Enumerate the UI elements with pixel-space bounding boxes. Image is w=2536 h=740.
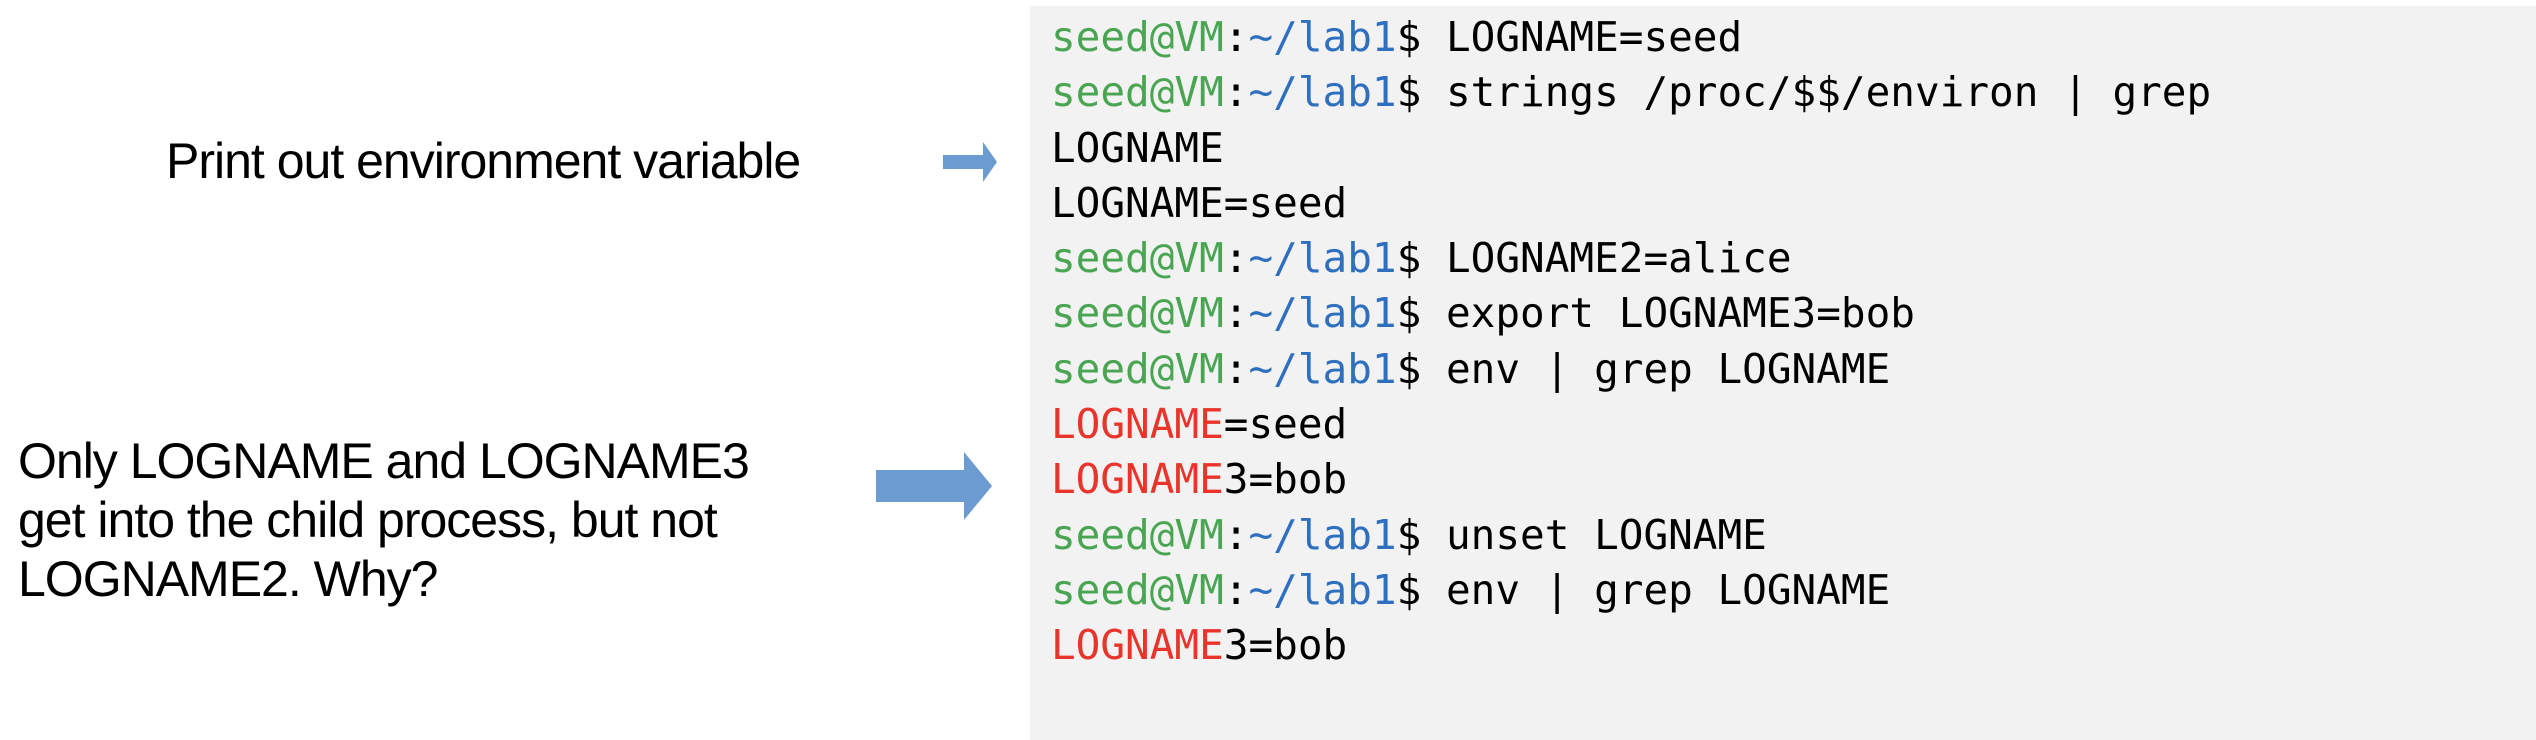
- arrow-right-icon: [876, 452, 992, 520]
- prompt-separator: :: [1223, 289, 1249, 338]
- prompt-path: ~/lab1: [1248, 565, 1397, 614]
- command-text: LOGNAME=seed: [1445, 13, 1743, 61]
- prompt-separator: :: [1223, 344, 1249, 393]
- prompt-path: ~/lab1: [1248, 510, 1397, 559]
- output-text: 3=bob: [1223, 621, 1348, 670]
- annotation-line: LOGNAME2. Why?: [18, 551, 438, 607]
- output-line: LOGNAME3=bob: [1051, 618, 2211, 673]
- highlighted-variable: LOGNAME: [1051, 400, 1224, 449]
- prompt-separator: :: [1223, 68, 1249, 117]
- command-line: seed@VM:~/lab1$ env | grep LOGNAME: [1051, 563, 2211, 618]
- prompt-separator: :: [1223, 234, 1249, 283]
- prompt-user: seed@VM: [1051, 344, 1224, 393]
- prompt-path: ~/lab1: [1248, 13, 1397, 61]
- command-line: seed@VM:~/lab1$ export LOGNAME3=bob: [1051, 286, 2211, 341]
- output-text: LOGNAME: [1051, 123, 1224, 172]
- prompt-path: ~/lab1: [1248, 234, 1397, 283]
- prompt-user: seed@VM: [1051, 510, 1224, 559]
- child-process-annotation: Only LOGNAME and LOGNAME3 get into the c…: [18, 432, 750, 609]
- output-line: LOGNAME=seed: [1051, 397, 2211, 452]
- command-line: seed@VM:~/lab1$ strings /proc/$$/environ…: [1051, 65, 2211, 120]
- prompt-path: ~/lab1: [1248, 344, 1397, 393]
- command-line: seed@VM:~/lab1$ LOGNAME=seed: [1051, 10, 2211, 65]
- prompt-separator: :: [1223, 565, 1249, 614]
- prompt-separator: :: [1223, 510, 1249, 559]
- output-text: =seed: [1223, 400, 1348, 449]
- prompt-symbol: $: [1396, 344, 1446, 393]
- prompt-user: seed@VM: [1051, 565, 1224, 614]
- command-line: seed@VM:~/lab1$ LOGNAME2=alice: [1051, 231, 2211, 286]
- prompt-symbol: $: [1396, 510, 1446, 559]
- output-text: LOGNAME=seed: [1051, 178, 1348, 227]
- prompt-user: seed@VM: [1051, 68, 1224, 117]
- prompt-user: seed@VM: [1051, 234, 1224, 283]
- highlighted-variable: LOGNAME: [1051, 455, 1224, 504]
- annotation-line: get into the child process, but not: [18, 492, 718, 548]
- prompt-path: ~/lab1: [1248, 68, 1397, 117]
- command-text: LOGNAME2=alice: [1445, 234, 1792, 283]
- highlighted-variable: LOGNAME: [1051, 621, 1224, 670]
- command-text: export LOGNAME3=bob: [1445, 289, 1915, 338]
- prompt-symbol: $: [1396, 68, 1446, 117]
- arrow-right-icon: [943, 142, 997, 182]
- prompt-symbol: $: [1396, 13, 1446, 61]
- prompt-symbol: $: [1396, 565, 1446, 614]
- command-text: strings /proc/$$/environ | grep: [1445, 68, 2212, 117]
- command-text: env | grep LOGNAME: [1445, 565, 1891, 614]
- prompt-user: seed@VM: [1051, 289, 1224, 338]
- prompt-user: seed@VM: [1051, 13, 1224, 61]
- command-line: seed@VM:~/lab1$ unset LOGNAME: [1051, 508, 2211, 563]
- prompt-symbol: $: [1396, 234, 1446, 283]
- print-env-annotation: Print out environment variable: [166, 133, 801, 189]
- prompt-separator: :: [1223, 13, 1249, 61]
- command-line: seed@VM:~/lab1$ env | grep LOGNAME: [1051, 342, 2211, 397]
- output-line: LOGNAME: [1051, 121, 2211, 176]
- prompt-symbol: $: [1396, 289, 1446, 338]
- command-text: env | grep LOGNAME: [1445, 344, 1891, 393]
- output-line: LOGNAME=seed: [1051, 176, 2211, 231]
- output-line: LOGNAME3=bob: [1051, 452, 2211, 507]
- command-text: unset LOGNAME: [1445, 510, 1767, 559]
- annotation-line: Only LOGNAME and LOGNAME3: [18, 433, 750, 489]
- prompt-path: ~/lab1: [1248, 289, 1397, 338]
- output-text: 3=bob: [1223, 455, 1348, 504]
